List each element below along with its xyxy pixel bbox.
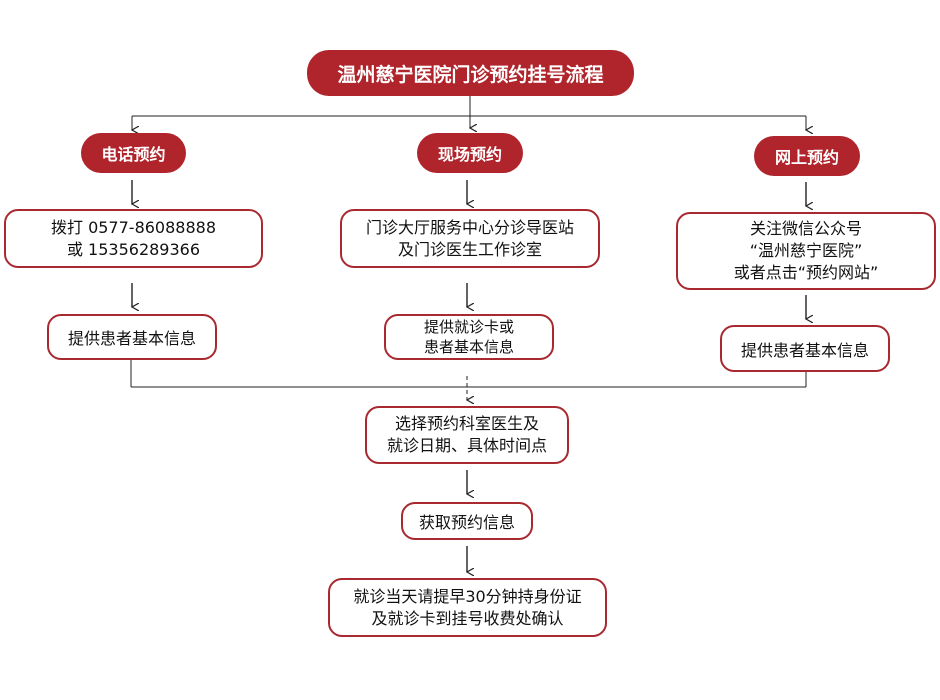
step-arrows xyxy=(132,180,806,572)
branch-phone-label: 电话预约 xyxy=(101,145,166,164)
branch-phone-header: 电话预约 xyxy=(81,133,186,173)
phone-step-dial: 拨打 0577-86088888 或 15356289366 xyxy=(4,209,263,268)
branch-online-header: 网上预约 xyxy=(754,136,860,176)
onsite-step-info: 提供就诊卡或 患者基本信息 xyxy=(384,314,554,360)
merge-step-select-line-1: 选择预约科室医生及 xyxy=(394,414,539,433)
phone-step-info: 提供患者基本信息 xyxy=(47,314,217,360)
obtain-step-text: 获取预约信息 xyxy=(418,513,515,532)
final-step-line-1: 就诊当天请提早30分钟持身份证 xyxy=(353,586,582,606)
online-step-info-text: 提供患者基本信息 xyxy=(740,340,869,360)
onsite-step-location-line-1: 门诊大厅服务中心分诊导医站 xyxy=(365,217,574,237)
merge-step-select-line-2: 就诊日期、具体时间点 xyxy=(386,436,547,455)
onsite-step-location: 门诊大厅服务中心分诊导医站 及门诊医生工作诊室 xyxy=(340,209,600,268)
online-step-wechat: 关注微信公众号 “温州慈宁医院” 或者点击“预约网站” xyxy=(676,212,936,290)
phone-step-dial-line-1: 拨打 0577-86088888 xyxy=(50,217,217,237)
phone-step-dial-line-2: 或 15356289366 xyxy=(66,239,201,259)
online-step-wechat-line-2: “温州慈宁医院” xyxy=(749,241,863,260)
merge-step-select: 选择预约科室医生及 就诊日期、具体时间点 xyxy=(365,406,569,464)
onsite-step-info-line-2: 患者基本信息 xyxy=(423,338,514,356)
phone-step-info-text: 提供患者基本信息 xyxy=(67,329,196,348)
onsite-step-location-line-2: 及门诊医生工作诊室 xyxy=(397,239,542,259)
obtain-step: 获取预约信息 xyxy=(401,502,533,540)
branch-onsite-header: 现场预约 xyxy=(417,133,523,173)
branch-online-label: 网上预约 xyxy=(774,148,839,167)
flow-title-text: 温州慈宁医院门诊预约挂号流程 xyxy=(337,63,604,86)
flow-title: 温州慈宁医院门诊预约挂号流程 xyxy=(307,50,634,96)
final-step: 就诊当天请提早30分钟持身份证 及就诊卡到挂号收费处确认 xyxy=(328,578,607,637)
online-step-wechat-line-1: 关注微信公众号 xyxy=(749,219,862,238)
onsite-step-info-line-1: 提供就诊卡或 xyxy=(423,318,514,336)
online-step-wechat-line-3: 或者点击“预约网站” xyxy=(733,263,879,282)
final-step-line-2: 及就诊卡到挂号收费处确认 xyxy=(371,608,564,628)
branch-onsite-label: 现场预约 xyxy=(437,145,502,164)
online-step-info: 提供患者基本信息 xyxy=(720,325,890,372)
